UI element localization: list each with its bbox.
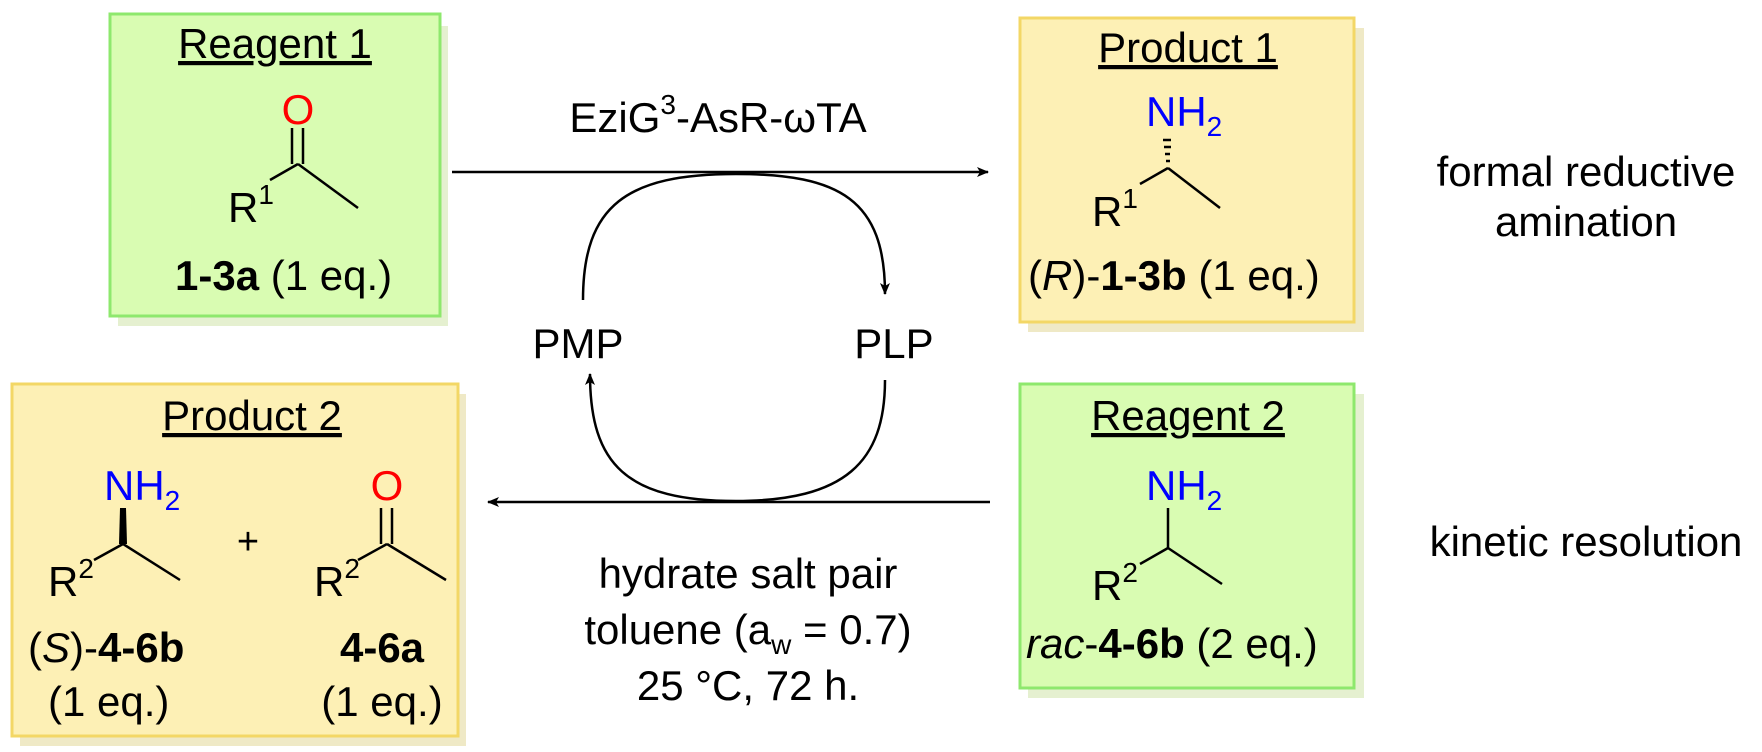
cycle-bottom-arc xyxy=(585,373,887,503)
reagent-2-panel xyxy=(1018,382,1356,690)
reagent-1-r-group: R1 xyxy=(228,179,274,231)
product-2-amine-eq: (1 eq.) xyxy=(48,678,169,725)
label-formal-reductive: formal reductive xyxy=(1437,148,1736,195)
conditions-line-3: 25 °C, 72 h. xyxy=(637,662,859,709)
cycle-plp: PLP xyxy=(854,320,933,367)
reagent-1-bond-methyl xyxy=(297,162,359,210)
label-kinetic-resolution: kinetic resolution xyxy=(1430,518,1743,565)
product-2-ketone-bond-methyl xyxy=(386,542,447,582)
cycle-pmp: PMP xyxy=(532,320,623,367)
label-amination: amination xyxy=(1495,198,1677,245)
product-1-hash-wedge xyxy=(1163,138,1171,163)
product-1-amine: NH2 xyxy=(1146,88,1222,142)
product-2-ketone-label: 4-6a xyxy=(340,624,425,671)
reagent-2-bond-methyl xyxy=(1167,546,1223,586)
product-2-amine-bond-methyl xyxy=(122,542,181,582)
conditions-line-1: hydrate salt pair xyxy=(599,550,898,597)
reagent-1-panel xyxy=(108,12,442,318)
product-2-title: Product 2 xyxy=(162,392,342,439)
product-2-box: Product 2 NH2 R2 (S)-4-6b (1 eq.) + O R2… xyxy=(10,382,466,746)
product-2-ketone-oxygen: O xyxy=(371,462,404,509)
reagent-1-bond-r xyxy=(269,162,299,182)
product-1-compound-label: (R)-1-3b (1 eq.) xyxy=(1028,252,1320,299)
reagent-1-title: Reagent 1 xyxy=(178,20,372,67)
reagent-2-r-group: R2 xyxy=(1092,557,1138,609)
reagent-2-amine: NH2 xyxy=(1146,462,1222,516)
product-1-box: Product 1 NH2 R1 (R)-1-3b (1 eq.) xyxy=(1018,16,1364,332)
product-2-ketone-eq: (1 eq.) xyxy=(321,678,442,725)
product-2-amine-label: (S)-4-6b xyxy=(28,624,184,671)
reagent-2-bond-r xyxy=(1139,546,1169,566)
product-1-panel xyxy=(1018,16,1356,324)
product-2-amine-r-group: R2 xyxy=(48,553,94,605)
product-1-bond-r xyxy=(1139,166,1169,186)
cycle-top-arc xyxy=(581,172,890,301)
plus-sign: + xyxy=(237,521,259,563)
product-2-ketone-r-group: R2 xyxy=(314,553,360,605)
product-2-solid-wedge xyxy=(119,508,127,544)
reagent-2-compound-label: rac-4-6b (2 eq.) xyxy=(1026,620,1318,667)
product-2-ketone-bond-r xyxy=(357,542,388,562)
product-2-amine-nh2: NH2 xyxy=(104,462,180,516)
catalyst-label: EziG3-AsR-ωTA xyxy=(569,89,866,141)
reagent-2-box: Reagent 2 NH2 R2 rac-4-6b (2 eq.) xyxy=(1018,382,1364,698)
product-2-amine-bond-r xyxy=(93,542,124,562)
reagent-1-box: Reagent 1 O R1 1-3a (1 eq.) xyxy=(108,12,448,326)
conditions-line-2: toluene (aw = 0.7) xyxy=(584,606,911,660)
product-1-bond-methyl xyxy=(1167,167,1221,209)
product-2-panel xyxy=(10,382,460,738)
reagent-1-oxygen: O xyxy=(282,86,315,133)
product-1-r-group: R1 xyxy=(1092,183,1138,235)
product-1-title: Product 1 xyxy=(1098,24,1278,71)
reagent-1-compound-label: 1-3a (1 eq.) xyxy=(175,252,392,299)
reagent-2-title: Reagent 2 xyxy=(1091,392,1285,439)
